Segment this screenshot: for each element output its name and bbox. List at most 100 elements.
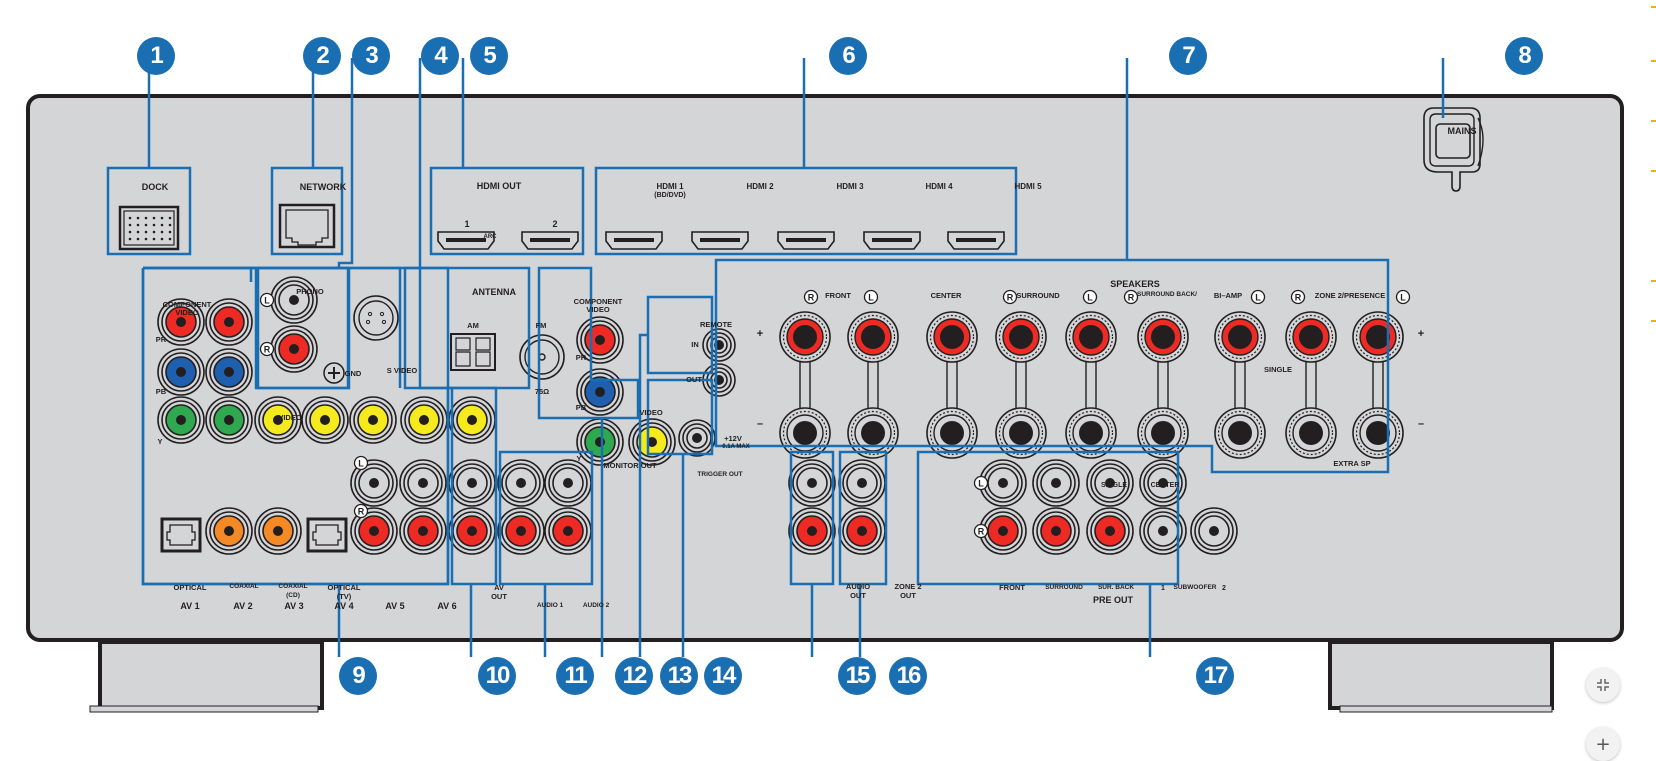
audio-out-l-jack <box>788 459 836 507</box>
audio-in-frame <box>498 450 594 586</box>
hdmi-out-frame <box>429 166 585 256</box>
callout-3: 3 <box>352 37 390 75</box>
pre-out-frame <box>916 450 1180 586</box>
center-label: CENTER <box>930 291 962 300</box>
speaker-minus-surround-back-r <box>1137 407 1189 459</box>
audio2-r-jack <box>544 507 592 555</box>
av-out-video-jack <box>448 396 496 444</box>
am-terminal <box>450 333 496 371</box>
speaker-link-surround-r <box>1015 359 1027 411</box>
audio1-label: AUDIO 1 <box>536 602 564 609</box>
speaker-minus-zone2-l <box>1352 407 1404 459</box>
callout-6: 6 <box>829 37 867 75</box>
av3-label: AV 3 <box>284 601 304 611</box>
callout-16: 16 <box>889 657 927 695</box>
callout-14: 14 <box>704 657 742 695</box>
svg-text:R: R <box>358 507 365 517</box>
audio-out-line2: OUT <box>850 591 866 600</box>
extra-sp-label: EXTRA SP <box>1333 459 1371 468</box>
surround-label: SURROUND <box>1016 291 1060 300</box>
av4-sub-label: (TV) <box>336 592 352 601</box>
av-out-line1: AV <box>494 583 504 592</box>
av-r-badge: R <box>353 503 369 519</box>
phono-l-badge: L <box>259 292 275 308</box>
preout-r-badge: R <box>973 523 989 539</box>
av5-r-jack <box>350 507 398 555</box>
remote-frame <box>646 295 714 375</box>
trigger-out-label: TRIGGER OUT <box>697 471 743 478</box>
svg-text:R: R <box>978 527 985 537</box>
surround-r-badge: R <box>1002 289 1018 305</box>
av6-label: AV 6 <box>437 601 457 611</box>
video-in-jack-4 <box>400 396 448 444</box>
preout-surback-r-jack <box>1086 507 1134 555</box>
fm-jack <box>519 334 565 380</box>
av2-coaxial-jack <box>205 507 253 555</box>
callout-2: 2 <box>303 37 341 75</box>
callout-5: 5 <box>470 37 508 75</box>
preout-surround-label: SURROUND <box>1045 584 1083 591</box>
hdmi-in-port-5 <box>947 231 1005 250</box>
hdmi-in-port-4 <box>863 231 921 250</box>
hdmi5-label: HDMI 5 <box>1014 182 1042 191</box>
component-in-pb-jack-2 <box>205 348 253 396</box>
speaker-plus-zone2-r <box>1285 311 1337 363</box>
mains-label: MAINS <box>1447 126 1477 136</box>
svg-text:L: L <box>978 479 984 489</box>
phono-r-badge: R <box>259 341 275 357</box>
speaker-plus-surround-back-r <box>1137 311 1189 363</box>
callout-8: 8 <box>1505 37 1543 75</box>
dock-connector <box>118 205 180 251</box>
av2-label: AV 2 <box>233 601 253 611</box>
av5-l-jack <box>350 459 398 507</box>
svg-text:L: L <box>1087 293 1093 303</box>
front-r-badge: R <box>803 289 819 305</box>
pb-out-label: PB <box>575 403 587 412</box>
fm-label: FM <box>535 321 547 330</box>
component-in-pb-jack-1 <box>157 348 205 396</box>
feet <box>89 640 1554 713</box>
zone2-l-badge: L <box>1395 289 1411 305</box>
zoom-in-button[interactable]: + <box>1586 727 1620 761</box>
svg-text:L: L <box>868 293 874 303</box>
audio2-l-jack <box>544 459 592 507</box>
callout-10: 10 <box>478 657 516 695</box>
preout-center-label: CENTER <box>1150 482 1180 489</box>
svg-text:R: R <box>808 293 815 303</box>
preout-surround-r-jack <box>1032 507 1080 555</box>
preout-l-jack-1 <box>979 459 1027 507</box>
hdmi-in-port-2 <box>691 231 749 250</box>
svg-text:R: R <box>1128 293 1135 303</box>
scrollbar[interactable] <box>1648 0 1656 758</box>
front-l-badge: L <box>863 289 879 305</box>
component-in-pr-jack-2 <box>205 298 253 346</box>
component-in-pr-jack-1 <box>157 298 205 346</box>
callout-12: 12 <box>615 657 653 695</box>
leader-4 <box>418 58 452 390</box>
speaker-minus-center <box>926 407 978 459</box>
speaker-link-zone2-r <box>1305 359 1317 411</box>
pb-in-label: PB <box>155 387 167 396</box>
monitor-out-label: MONITOR OUT <box>603 461 657 470</box>
leader-3 <box>337 58 354 268</box>
av4-label: AV 4 <box>334 601 354 611</box>
collapse-icon <box>1597 679 1609 691</box>
svg-text:R: R <box>1007 293 1014 303</box>
callout-13: 13 <box>660 657 698 695</box>
dock-frame <box>106 166 192 256</box>
collapse-button[interactable] <box>1586 668 1620 702</box>
av1-label: AV 1 <box>180 601 200 611</box>
zone2-out-line1: ZONE 2 <box>894 582 922 591</box>
speaker-link-center <box>946 359 958 411</box>
hdmi-out-1-port <box>437 231 495 250</box>
speaker-minus-surround-r <box>995 407 1047 459</box>
av-out-line2: OUT <box>491 592 507 601</box>
hdmi2-label: HDMI 2 <box>746 182 774 191</box>
av6-r-jack <box>399 507 447 555</box>
video-in-jack-1 <box>254 396 302 444</box>
svg-text:L: L <box>1400 293 1406 303</box>
surround-l-badge: L <box>1082 289 1098 305</box>
monitor-video-jack <box>628 418 676 466</box>
speaker-minus-surround-l <box>1065 407 1117 459</box>
speakers-label: SPEAKERS <box>1110 279 1160 289</box>
